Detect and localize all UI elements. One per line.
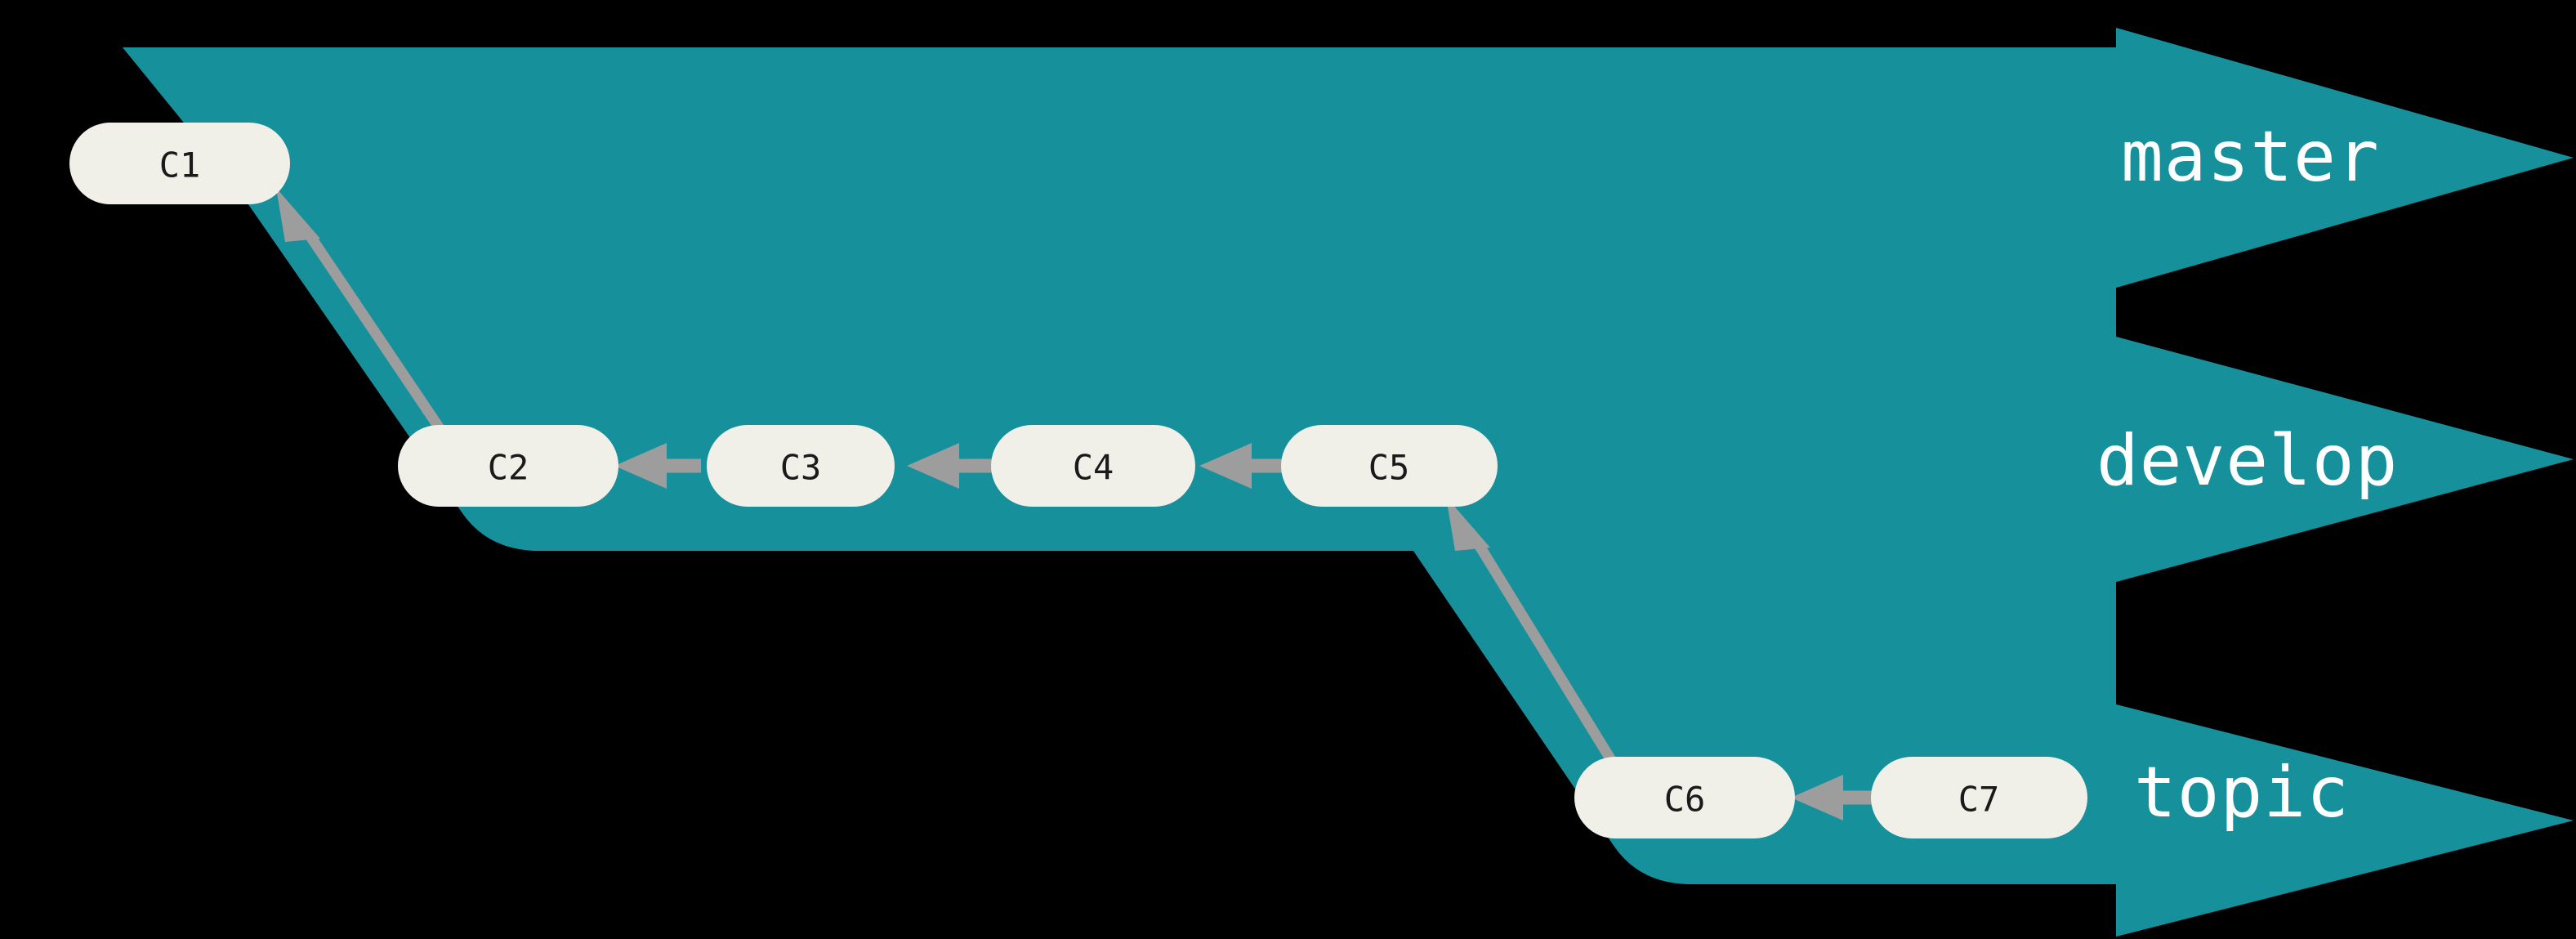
topic-develop-bridge [1559, 551, 2116, 726]
commit-label-c3: C3 [780, 448, 822, 488]
edge-c6-to-c5 [1446, 497, 1616, 763]
commit-label-c7: C7 [1958, 780, 2000, 820]
commit-pill-c5 [1281, 425, 1498, 507]
branch-label-topic[interactable]: topic [2134, 752, 2350, 834]
commit-label-c4: C4 [1073, 448, 1114, 488]
commit-pill-c2 [398, 425, 618, 507]
master-lane-precise [0, 28, 2574, 288]
edge-c2-to-c1 [276, 188, 446, 434]
commit-node-c1[interactable]: C1 [69, 123, 290, 204]
commit-label-c5: C5 [1368, 448, 1410, 488]
edge-c2-to-c1-line [301, 227, 446, 434]
commit-pill-c1 [69, 123, 290, 204]
edge-c7-to-c6 [1791, 775, 1877, 821]
edge-c2-to-c1-arrowhead [276, 188, 320, 242]
commit-node-c3[interactable]: C3 [707, 425, 895, 507]
commit-node-c4[interactable]: C4 [991, 425, 1195, 507]
branch-label-master[interactable]: master [2121, 116, 2380, 198]
commit-pill-c3 [707, 425, 895, 507]
edge-c4-to-c3-arrowhead [907, 443, 959, 489]
commit-pill-c4 [991, 425, 1195, 507]
commit-pill-c6 [1574, 757, 1795, 838]
commit-label-c6: C6 [1664, 780, 1706, 820]
edge-c3-to-c2-arrowhead [614, 443, 667, 489]
commit-edges [276, 188, 1877, 821]
commit-label-c1: C1 [159, 145, 201, 186]
edge-c3-to-c2 [614, 443, 701, 489]
commit-node-c5[interactable]: C5 [1281, 425, 1498, 507]
edge-c5-to-c4-arrowhead [1199, 443, 1252, 489]
commit-pill-c7 [1871, 757, 2087, 838]
branch-labels: master develop topic [2096, 116, 2398, 834]
commit-node-c7[interactable]: C7 [1871, 757, 2087, 838]
branch-label-develop[interactable]: develop [2096, 420, 2398, 502]
edge-c4-to-c3 [907, 443, 993, 489]
edge-c6-to-c5-arrowhead [1446, 497, 1490, 551]
commit-label-c2: C2 [488, 448, 529, 488]
topic-lane-precise [1608, 704, 2574, 937]
commit-node-c2[interactable]: C2 [398, 425, 618, 507]
edge-c7-to-c6-arrowhead [1791, 775, 1843, 821]
commit-node-c6[interactable]: C6 [1574, 757, 1795, 838]
commit-nodes: C1 C2 C3 C4 C5 C6 [69, 123, 2087, 838]
edge-c5-to-c4 [1199, 443, 1286, 489]
develop-master-bridge [408, 255, 2116, 369]
edge-c6-to-c5-line [1471, 536, 1616, 763]
